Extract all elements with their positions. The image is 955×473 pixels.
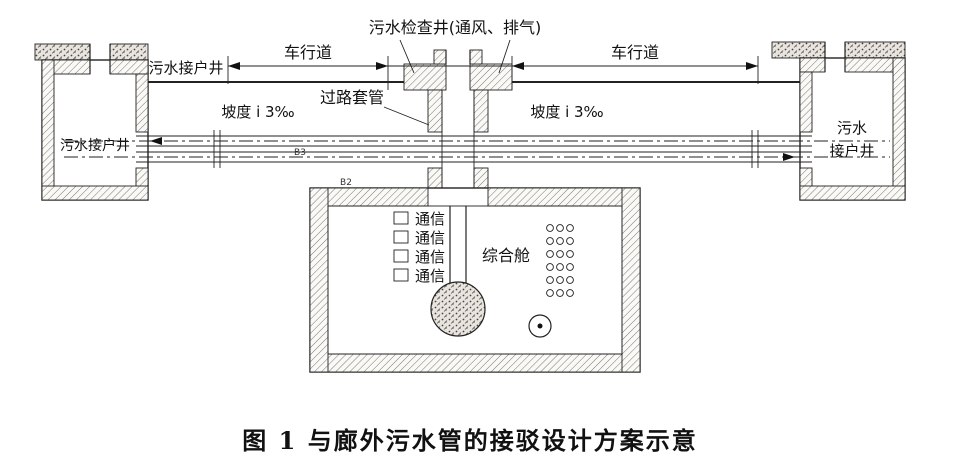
label-slope-right: 坡度 i 3‰ xyxy=(530,103,603,121)
sewer-pipe-section xyxy=(430,281,486,337)
label-comm-3: 通信 xyxy=(415,248,445,266)
label-crossing-casing: 过路套管 xyxy=(320,88,384,107)
dimension-lines: 车行道 车行道 xyxy=(227,43,759,90)
label-comm-2: 通信 xyxy=(415,229,445,247)
flow-arrow-right xyxy=(783,153,795,161)
inspection-well xyxy=(403,49,513,209)
tunnel-contents: 通信 通信 通信 通信 综合舱 xyxy=(393,206,574,338)
label-lane-right: 车行道 xyxy=(611,43,659,62)
label-cabin: 综合舱 xyxy=(482,246,530,265)
flow-arrow-left xyxy=(150,137,162,145)
cable-tray xyxy=(393,249,409,263)
label-left-well: 污水接户井 xyxy=(60,137,130,154)
label-inspection-well: 污水检查井(通风、排气) xyxy=(369,18,542,37)
label-right-well-line2: 接户井 xyxy=(829,142,874,160)
leader-line xyxy=(399,39,415,74)
utility-tunnel xyxy=(309,187,641,373)
cable-tray xyxy=(393,268,409,282)
cable-tray xyxy=(393,230,409,244)
right-service-well: 污水 接户井 xyxy=(799,42,906,201)
leader-line xyxy=(383,106,430,126)
ground-surface-right xyxy=(771,41,906,59)
cable-bracket-circles xyxy=(546,224,574,297)
label-right-well-line1: 污水 xyxy=(837,119,867,137)
sewer-pipes xyxy=(64,130,890,168)
mark-b2: B2 xyxy=(340,178,352,188)
label-lane-left: 车行道 xyxy=(284,43,332,62)
left-service-well: 污水接户井 xyxy=(41,44,149,201)
leader-line xyxy=(498,39,511,74)
figure-caption: 图 1 与廊外污水管的接驳设计方案示意 xyxy=(242,426,697,455)
label-comm-4: 通信 xyxy=(415,267,445,285)
label-slope-left: 坡度 i 3‰ xyxy=(221,103,294,121)
small-pipe-center xyxy=(537,323,543,329)
annotations: 污水检查井(通风、排气) 污水接户井 过路套管 坡度 i 3‰ 坡度 i 3‰ … xyxy=(148,18,603,188)
cable-tray xyxy=(393,211,409,225)
mark-b3: B3 xyxy=(294,148,306,158)
ground-surface-left xyxy=(34,43,149,61)
label-service-well-top: 污水接户井 xyxy=(148,59,223,77)
label-comm-1: 通信 xyxy=(415,210,445,228)
